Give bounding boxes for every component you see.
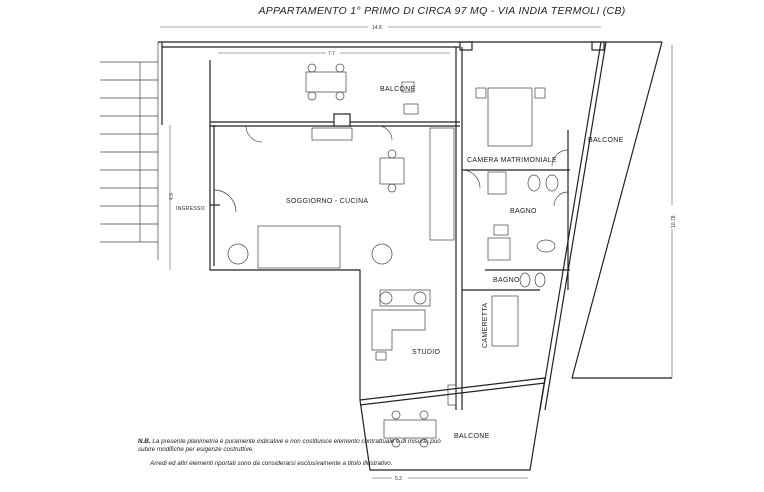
plan-title: APPARTAMENTO 1° PRIMO DI CIRCA 97 MQ - V…	[258, 5, 626, 17]
note-prefix: N.B.	[138, 438, 151, 445]
dimension-lines	[160, 26, 673, 479]
note-line-1: La presente planimetria è puramente indi…	[138, 438, 441, 453]
note-line-2: Arredi ed altri elementi riportati sono …	[150, 460, 393, 467]
room-label-cameretta: CAMERETTA	[482, 303, 489, 348]
room-label-bagno-1: BAGNO	[510, 208, 537, 215]
dim-total-depth: 10.78	[671, 215, 677, 228]
dim-living-width: 7.7	[328, 51, 335, 57]
room-label-camera: CAMERA MATRIMONIALE	[467, 157, 557, 164]
doors	[213, 125, 569, 213]
dim-bottom-width: 5.2	[395, 476, 402, 482]
dim-total-width: 14.8	[372, 25, 382, 31]
dim-living-depth: 4.9	[169, 193, 175, 200]
furniture	[227, 63, 559, 448]
room-label-balcone-top: BALCONE	[380, 86, 416, 93]
room-label-studio: STUDIO	[412, 349, 440, 356]
room-label-bagno-2: BAGNO	[493, 277, 520, 284]
walls	[158, 41, 672, 471]
staircase	[100, 42, 159, 260]
room-label-soggiorno: SOGGIORNO - CUCINA	[286, 198, 368, 205]
disclaimer-note: N.B. La presente planimetria è puramente…	[138, 438, 448, 474]
room-label-balcone-right: BALCONE	[588, 137, 624, 144]
room-label-balcone-bottom: BALCONE	[454, 433, 490, 440]
room-label-ingresso: INGRESSO	[176, 206, 205, 212]
